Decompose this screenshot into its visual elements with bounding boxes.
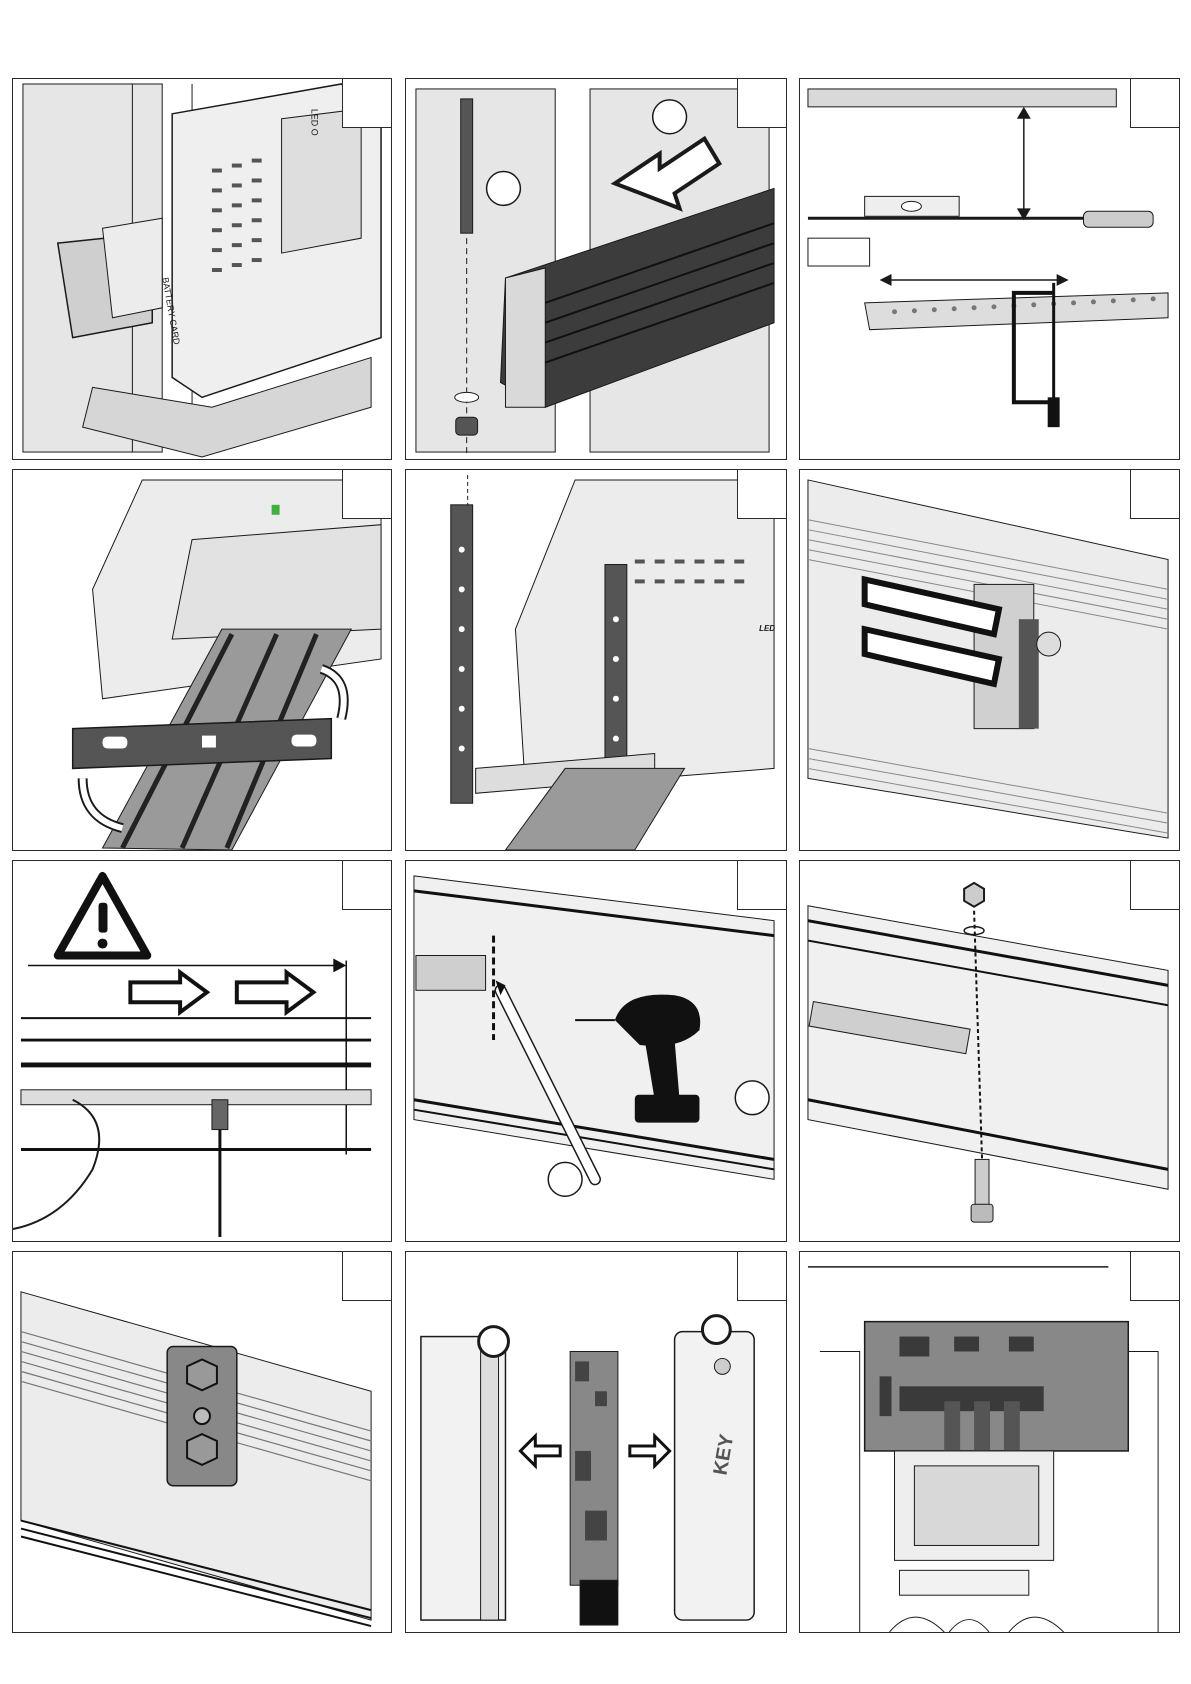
led-indicator [272,505,280,515]
led-label: LED O [309,109,319,136]
panel-board-detail [799,1251,1180,1633]
step-number-box [737,1252,786,1301]
hanging-brackets-illustration: LED [406,470,786,850]
panel-battery-card: BATTERY CARD LED O [12,78,392,460]
panel-cable-ties [799,469,1180,851]
panel-drill [405,860,787,1242]
callout-circle [548,1162,582,1196]
step-number-box [737,470,786,519]
step-number-box [737,861,786,910]
step-number-box [1130,861,1179,910]
step-number-box [737,79,786,128]
arrow-right-icon [130,972,207,1012]
level-measure-illustration [800,79,1179,459]
key-module-illustration: KEY [406,1252,786,1632]
warning-illustration [13,861,391,1241]
cable-ties-illustration [800,470,1179,850]
battery-card-illustration: BATTERY CARD LED O [13,79,391,459]
step-number-box [342,470,391,519]
callout-circle [653,100,687,134]
step-number-box [1130,1252,1179,1301]
panel-hanging-brackets: LED [405,469,787,851]
panel-plate-mounted [12,1251,392,1633]
panel-warning [12,860,392,1242]
callout-circle [487,172,521,206]
warning-icon [58,876,148,956]
panel-rotate-bracket [12,469,392,851]
arrow-right-icon [630,1436,670,1466]
arrow-left-icon [520,1436,560,1466]
bolt-through-illustration [800,861,1179,1241]
callout-circle [735,1081,769,1115]
step-number-box [342,1252,391,1301]
board-detail-illustration [800,1252,1179,1632]
step-number-box [342,861,391,910]
panel-level-measure [799,78,1180,460]
rail-bolt-illustration [406,79,786,459]
step-number-box [342,79,391,128]
panel-rail-bolt [405,78,787,460]
panel-key-module: KEY [405,1251,787,1633]
led-label: LED [759,624,775,633]
plate-mounted-illustration [13,1252,391,1632]
panel-bolt-through [799,860,1180,1242]
drill-illustration [406,861,786,1241]
step-number-box [1130,79,1179,128]
step-number-box [1130,470,1179,519]
rotate-bracket-illustration [13,470,391,850]
arrow-right-icon [237,972,314,1012]
